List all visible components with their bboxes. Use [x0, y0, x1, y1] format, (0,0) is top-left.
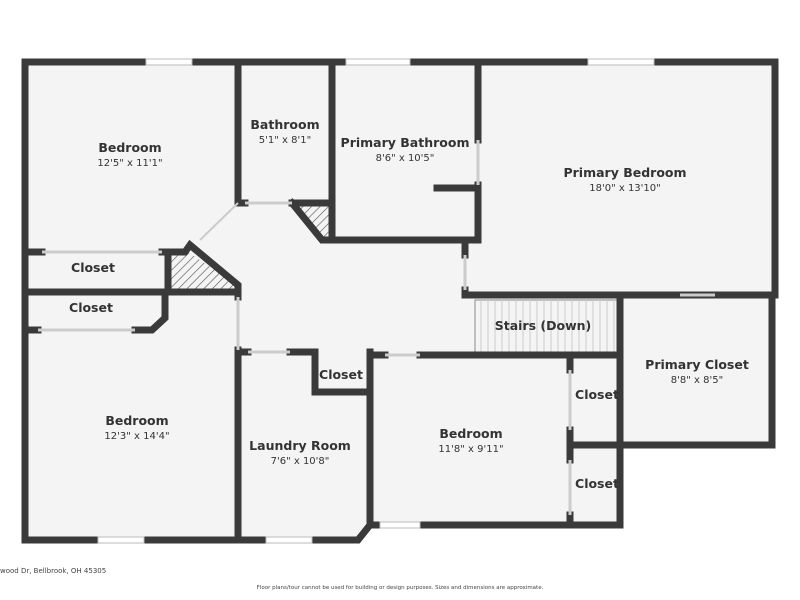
- room-closet-3: Closet: [319, 367, 363, 382]
- hatched-area-left: [168, 252, 238, 292]
- room-dims: 8'8" x 8'5": [671, 375, 723, 386]
- disclaimer-text: Floor plans/tour cannot be used for buil…: [256, 585, 544, 591]
- room-name: Bedroom: [439, 426, 502, 441]
- room-closet-2: Closet: [69, 300, 113, 315]
- room-dims: 11'8" x 9'11": [438, 444, 503, 455]
- room-primary-bathroom: Primary Bathroom 8'6" x 10'5": [341, 135, 470, 164]
- room-name: Laundry Room: [249, 438, 351, 453]
- room-bedroom-1: Bedroom 12'5" x 11'1": [97, 140, 162, 169]
- room-closet-4: Closet: [575, 387, 619, 402]
- room-stairs: Stairs (Down): [495, 318, 592, 333]
- windows: [97, 58, 655, 544]
- room-dims: 5'1" x 8'1": [259, 135, 311, 146]
- room-primary-bedroom: Primary Bedroom 18'0" x 13'10": [563, 165, 686, 194]
- room-dims: 12'3" x 14'4": [104, 431, 169, 442]
- room-primary-closet: Primary Closet 8'8" x 8'5": [645, 357, 749, 386]
- room-dims: 12'5" x 11'1": [97, 158, 162, 169]
- walls: [21, 58, 779, 544]
- room-bedroom-2: Bedroom 12'3" x 14'4": [104, 413, 169, 442]
- room-laundry: Laundry Room 7'6" x 10'8": [249, 438, 351, 467]
- room-closet-5: Closet: [575, 476, 619, 491]
- floor-area: [25, 62, 775, 540]
- room-name: Bathroom: [250, 117, 319, 132]
- room-name: Primary Bathroom: [341, 135, 470, 150]
- room-name: Bedroom: [98, 140, 161, 155]
- room-name: Bedroom: [105, 413, 168, 428]
- address-text: wood Dr, Bellbrook, OH 45305: [0, 567, 107, 575]
- room-dims: 18'0" x 13'10": [589, 183, 661, 194]
- room-name: Primary Bedroom: [563, 165, 686, 180]
- stairs: [474, 299, 621, 353]
- room-bathroom: Bathroom 5'1" x 8'1": [250, 117, 319, 146]
- room-closet-1: Closet: [71, 260, 115, 275]
- room-dims: 8'6" x 10'5": [376, 153, 435, 164]
- doors: [38, 140, 715, 515]
- room-bedroom-3: Bedroom 11'8" x 9'11": [438, 426, 503, 455]
- room-dims: 7'6" x 10'8": [271, 456, 330, 467]
- room-name: Primary Closet: [645, 357, 749, 372]
